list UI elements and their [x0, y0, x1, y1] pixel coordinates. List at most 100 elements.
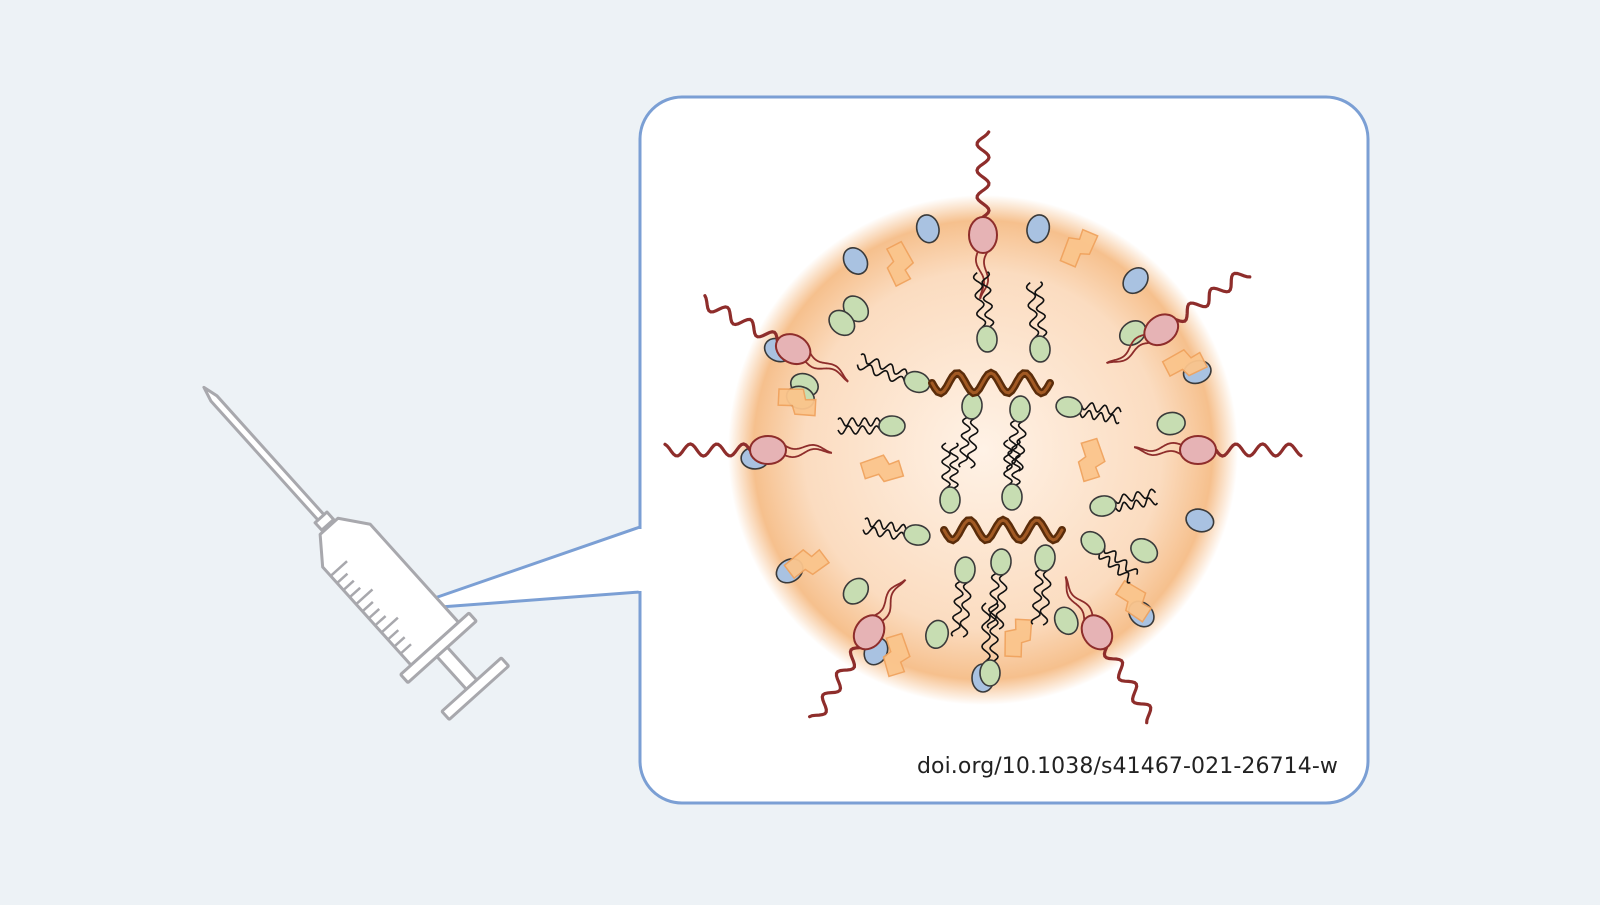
ionizable-lipid	[1156, 411, 1186, 436]
lipid-tail	[1103, 547, 1139, 575]
cholesterol	[783, 548, 831, 580]
lipid-head	[1034, 544, 1056, 572]
syringe-tick	[355, 588, 374, 606]
peg-lipid	[1133, 435, 1303, 465]
peg-lipid	[663, 435, 833, 465]
syringe-icon	[202, 385, 510, 721]
lipid-tail	[1014, 420, 1027, 472]
lipid-head	[1001, 483, 1023, 511]
syringe-tick	[380, 616, 399, 634]
ionizable-lipid	[1126, 534, 1159, 564]
lipid-head	[939, 486, 961, 514]
lipid-head	[1089, 495, 1117, 517]
cholesterol	[1077, 437, 1106, 483]
peg-tail	[1133, 441, 1183, 452]
lipid-tail	[958, 416, 971, 468]
inner-ionizable-lipid	[1006, 395, 1031, 472]
inner-ionizable-lipid	[950, 556, 976, 638]
lipid-head	[1055, 396, 1083, 418]
lipid-tail	[1003, 439, 1013, 486]
peg-tail	[979, 250, 990, 299]
cholesterol-shape	[1059, 228, 1099, 268]
peg-head	[1179, 435, 1217, 465]
peg-lipid	[808, 579, 907, 719]
lipid-tail	[862, 526, 906, 540]
inner-ionizable-lipid	[979, 602, 1001, 687]
syringe-tick	[342, 579, 355, 592]
lipid-head	[842, 247, 869, 275]
peg-lipid	[703, 294, 849, 383]
peg-chain	[808, 646, 862, 719]
cholesterol-shape	[885, 240, 915, 288]
syringe-tick	[374, 615, 387, 627]
cholesterol	[1059, 228, 1099, 268]
lipid-head	[1122, 267, 1149, 295]
inner-ionizable-lipid	[1055, 396, 1122, 425]
peg-head	[968, 216, 998, 254]
syringe-tick	[367, 608, 381, 620]
lipid-tail	[989, 602, 999, 662]
lipid-tail	[972, 272, 987, 328]
peg-tail	[1064, 576, 1094, 617]
lipid-head	[1130, 537, 1159, 564]
lipid-tail	[981, 602, 991, 662]
inner-ionizable-lipid	[1001, 439, 1023, 511]
citation-doi: doi.org/10.1038/s41467-021-26714-w	[916, 754, 1338, 779]
lipid-head	[903, 370, 931, 394]
cholesterol-shape	[882, 632, 911, 678]
peg-tail	[783, 448, 833, 459]
lipid-tail	[1079, 409, 1120, 425]
peg-head	[852, 614, 886, 651]
peg-tail	[881, 579, 907, 623]
lipid-tail	[1098, 553, 1131, 584]
cholesterol	[885, 240, 915, 288]
peg-lipid	[1064, 576, 1153, 725]
lipid-nanoparticle-illustration	[663, 132, 1303, 725]
lipid-head	[1053, 606, 1079, 636]
peg-tail	[1064, 576, 1086, 622]
inner-ionizable-lipid	[1025, 281, 1051, 363]
lipid-tail	[856, 364, 906, 383]
syringe-tick	[399, 643, 412, 655]
lipid-head	[915, 214, 940, 244]
mrna-core	[942, 518, 1064, 542]
cholesterol-shape	[783, 548, 831, 580]
helper-lipid	[1183, 506, 1215, 533]
lipid-tail	[995, 573, 1008, 630]
peg-lipid	[1105, 271, 1252, 364]
ionizable-lipid	[1050, 603, 1079, 636]
inner-ionizable-lipid	[837, 415, 906, 437]
inner-ionizable-lipid	[939, 442, 961, 514]
lipid-tail	[950, 580, 964, 637]
cholesterol	[882, 632, 911, 678]
lipid-head	[1026, 214, 1051, 244]
cholesterol-shape	[859, 454, 905, 483]
inner-ionizable-lipid	[958, 392, 983, 469]
lipid-tail	[837, 417, 881, 427]
particle-core	[728, 195, 1238, 705]
peg-head	[749, 435, 787, 465]
lipid-head	[878, 415, 906, 437]
ionizable-lipid	[838, 573, 870, 605]
lipid-tail	[981, 271, 995, 328]
syringe-tick	[361, 600, 374, 613]
lipid-head	[979, 659, 1001, 687]
lipid-head	[903, 524, 931, 546]
peg-head	[1080, 614, 1114, 651]
lipid-head	[976, 325, 998, 353]
syringe-tick	[387, 629, 400, 641]
lipid-head	[925, 619, 950, 649]
peg-head	[1143, 313, 1180, 347]
lipid-tail	[1011, 439, 1021, 486]
syringe-tick	[329, 560, 348, 577]
cholesterol-shape	[1077, 437, 1106, 483]
peg-chain	[1214, 442, 1303, 458]
lipid-head	[1080, 530, 1106, 556]
peg-chain	[1102, 646, 1153, 725]
cholesterol-shape	[777, 388, 817, 417]
peg-chain	[663, 442, 752, 458]
lipid-head	[828, 309, 856, 337]
inner-ionizable-lipid	[856, 353, 931, 394]
